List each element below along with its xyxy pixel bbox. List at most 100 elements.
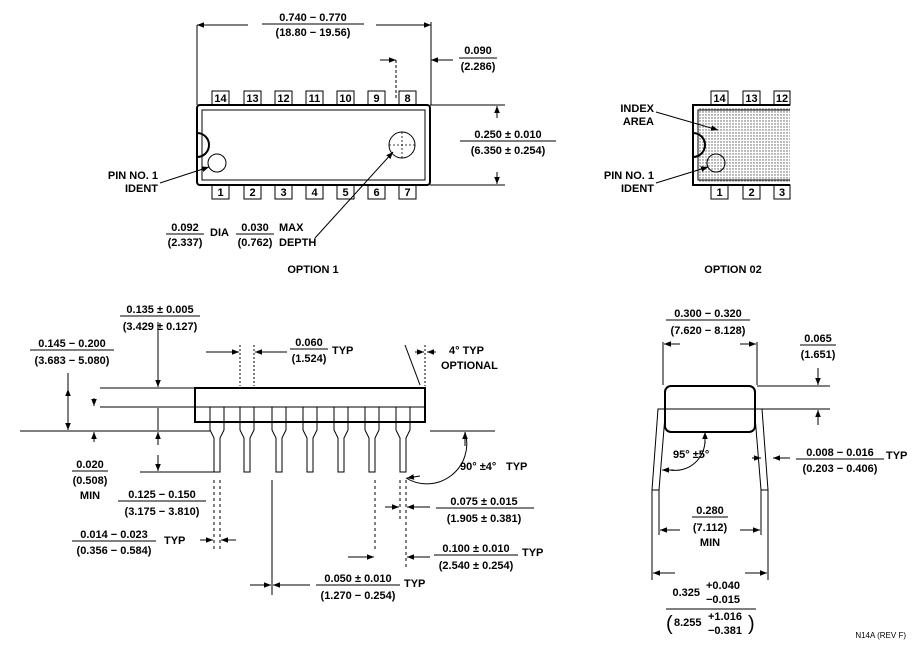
o1-length-in: 0.740 − 0.770	[279, 12, 347, 24]
o1-pin1-ident-circle	[207, 153, 227, 173]
side-sw-in: 0.050 ± 0.010	[324, 573, 391, 585]
o1-pitch-in: 0.090	[464, 45, 492, 57]
side-shoulder-mm: (1.524)	[292, 353, 327, 365]
o1-depth-mm: (0.762)	[238, 237, 273, 249]
pin-4: 4	[311, 187, 318, 199]
pin-7: 7	[404, 187, 410, 199]
o2-pin-13: 13	[745, 93, 757, 105]
pin-10: 10	[339, 93, 351, 105]
side-body	[194, 387, 426, 423]
end-t-in: 0.065	[804, 333, 832, 345]
side-sw-typ: TYP	[404, 578, 425, 590]
side-h2-in: 0.145 − 0.200	[38, 338, 106, 350]
side-leads	[209, 407, 411, 473]
end-min-in: 0.280	[696, 505, 724, 517]
end-view: 0.300 − 0.320 (7.620 − 8.128) 0.065 (1.6…	[651, 308, 907, 637]
o2-pin-1: 1	[716, 187, 722, 199]
o1-body-width-in: 0.250 ± 0.010	[474, 129, 541, 141]
o2-pin-3: 3	[779, 187, 785, 199]
o1-length-mm: (18.80 − 19.56)	[276, 27, 351, 39]
o2-index-label-2: AREA	[623, 116, 654, 128]
end-spread-mm-minus: −0.381	[708, 625, 742, 637]
side-standoff-min: MIN	[80, 490, 100, 502]
pin-12: 12	[277, 93, 289, 105]
side-lead-t-typ: TYP	[164, 535, 185, 547]
end-min-mm: (7.112)	[693, 522, 728, 534]
side-lead-t-mm: (0.356 − 0.584)	[77, 545, 152, 557]
o1-dia-in: 0.092	[171, 222, 199, 234]
side-angle-label: 4° TYP	[449, 345, 484, 357]
side-right-angle-typ: TYP	[506, 461, 527, 473]
side-view: 0.135 ± 0.005 (3.429 ± 0.127) 0.145 − 0.…	[20, 304, 543, 602]
end-spread-mm: 8.255	[674, 617, 702, 629]
end-spread-in: 0.325	[672, 587, 700, 599]
end-spread-mm-plus: +1.016	[708, 611, 742, 623]
pin-2: 2	[249, 187, 255, 199]
o2-pin-12: 12	[776, 93, 788, 105]
o1-notch	[196, 132, 210, 158]
o2-pin1-label-2: IDENT	[621, 183, 654, 195]
side-shoulder-typ: TYP	[332, 345, 353, 357]
side-sw-mm: (1.270 − 0.254)	[321, 590, 396, 602]
o2-caption: OPTION 02	[704, 264, 761, 276]
pin-11: 11	[309, 93, 321, 105]
end-angle: 95° ±5°	[673, 449, 709, 461]
pin-1: 1	[217, 187, 223, 199]
pin-8: 8	[404, 93, 410, 105]
o1-pitch-mm: (2.286)	[461, 61, 496, 73]
o1-body-width-mm: (6.350 ± 0.254)	[471, 145, 546, 157]
o2-body	[692, 104, 790, 186]
o1-top-pins: 14 13 12 11 10 9 8	[211, 90, 417, 106]
o2-pin1-ident-circle	[706, 153, 726, 173]
side-h1-mm: (3.429 ± 0.127)	[123, 321, 198, 333]
side-lead-w-in: 0.075 ± 0.015	[450, 496, 517, 508]
o2-index-label-1: INDEX	[620, 103, 654, 115]
option2-top-view: 14 13 12 1 2 3 INDEX AREA PIN NO. 1 IDEN…	[604, 90, 791, 276]
end-spread-tol-minus: −0.015	[706, 594, 740, 606]
end-paren-left: (	[666, 613, 673, 635]
o1-dia-mm: (2.337)	[168, 237, 203, 249]
o2-pin-14: 14	[713, 93, 726, 105]
side-pitch-mm: (2.540 ± 0.254)	[439, 560, 514, 572]
o1-pin1-label-2: IDENT	[125, 183, 158, 195]
side-standoff-mm: (0.508)	[73, 475, 108, 487]
o2-pin1-label-1: PIN NO. 1	[604, 170, 654, 182]
side-standoff-in: 0.020	[76, 459, 104, 471]
pin-3: 3	[280, 187, 286, 199]
o1-body-inner	[201, 109, 426, 181]
side-lead-w-mm: (1.905 ± 0.381)	[447, 513, 522, 525]
o2-pin-2: 2	[748, 187, 754, 199]
o1-caption: OPTION 1	[287, 264, 338, 276]
pin-5: 5	[342, 187, 348, 199]
side-h1-in: 0.135 ± 0.005	[126, 304, 193, 316]
pin-13: 13	[246, 93, 258, 105]
end-w-in: 0.300 − 0.320	[674, 308, 742, 320]
pin-14: 14	[214, 93, 227, 105]
o1-dia-label: DIA	[210, 227, 229, 239]
drawing-number: N14A (REV F)	[855, 631, 906, 640]
o1-bottom-pins: 1 2 3 4 5 6 7	[211, 184, 417, 200]
side-pitch-in: 0.100 ± 0.010	[442, 543, 509, 555]
o2-notch	[692, 132, 706, 158]
o1-body	[196, 104, 431, 186]
side-right-angle: 90° ±4°	[460, 461, 496, 473]
end-spread-tol-plus: +0.040	[706, 580, 740, 592]
side-optional: OPTIONAL	[441, 360, 498, 372]
o1-depth-in: 0.030	[241, 222, 269, 234]
pin-9: 9	[373, 93, 379, 105]
side-h2-mm: (3.683 − 5.080)	[35, 355, 110, 367]
end-min-label: MIN	[700, 537, 720, 549]
end-paren-right: )	[748, 613, 755, 635]
end-lead-mm: (0.203 − 0.406)	[803, 463, 878, 475]
side-lead-t-in: 0.014 − 0.023	[80, 529, 148, 541]
pin-6: 6	[373, 187, 379, 199]
option1-top-view: 0.740 − 0.770 (18.80 − 19.56) 0.090 (2.2…	[108, 12, 556, 276]
side-lead-len-in: 0.125 − 0.150	[128, 489, 196, 501]
end-lead-right	[754, 408, 769, 491]
side-lead-len-mm: (3.175 − 3.810)	[125, 506, 200, 518]
o1-depth-label: DEPTH	[279, 237, 316, 249]
side-pitch-typ: TYP	[522, 547, 543, 559]
end-lead-typ: TYP	[886, 450, 907, 462]
o1-max-label: MAX	[279, 222, 304, 234]
